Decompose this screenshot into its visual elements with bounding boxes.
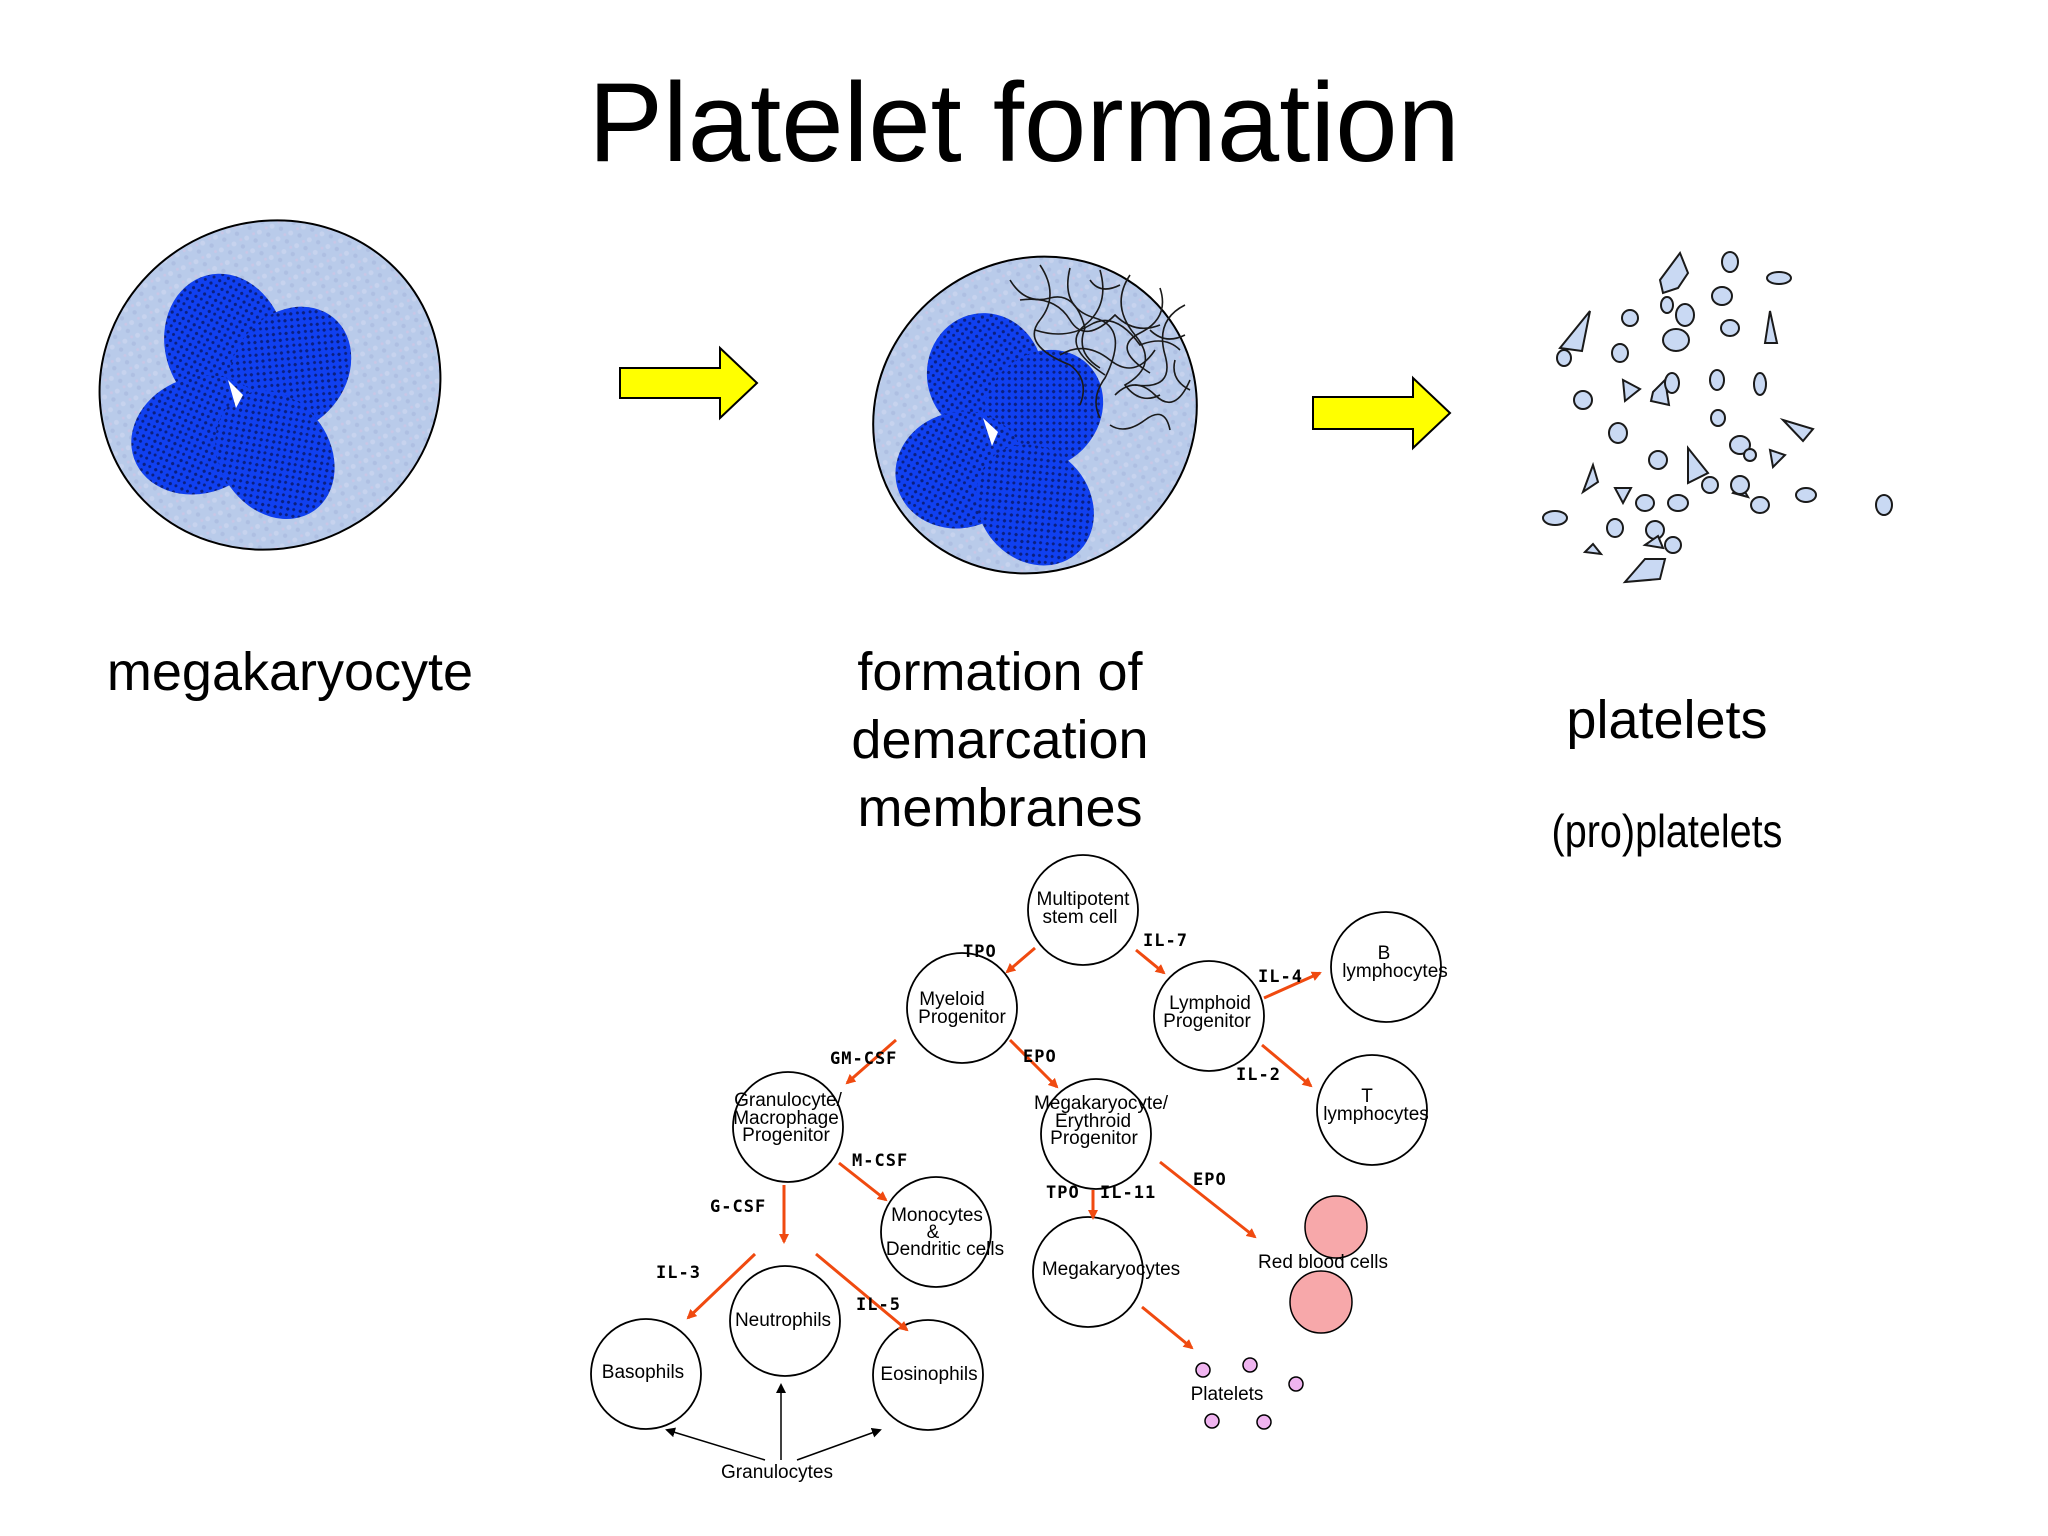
node-multipotent-stem-cell	[1027, 854, 1139, 966]
arrow-il5-eosinophils	[815, 1252, 909, 1332]
label-t-lymphocytes-2: lymphocytes	[1323, 1104, 1429, 1125]
label-gm-progenitor-1: Granulocyte/	[734, 1090, 842, 1111]
platelet-dot-icon	[1204, 1413, 1220, 1429]
node-granulocyte-macrophage-progenitor	[732, 1071, 844, 1183]
factor-il4: IL-4	[1258, 967, 1303, 987]
node-monocytes-dendritic-cells	[880, 1176, 992, 1288]
platelet-dot-icon	[1256, 1414, 1272, 1430]
demarcation-membranes	[1009, 264, 1191, 431]
arrow-m-csf	[838, 1161, 888, 1202]
factor-gm-csf: GM-CSF	[830, 1049, 897, 1069]
megakaryocyte-cell	[98, 219, 442, 551]
label-mk-erythroid-2: Erythroid	[1055, 1111, 1131, 1132]
arrow-il3-basophils	[686, 1252, 757, 1320]
factor-il11: IL-11	[1100, 1183, 1156, 1203]
label-lymphoid-1: Lymphoid	[1169, 993, 1251, 1014]
node-eosinophils	[872, 1319, 984, 1431]
arrow-il4-b-lymphocytes	[1263, 971, 1322, 1000]
node-megakaryocyte-erythroid-progenitor	[1040, 1078, 1152, 1190]
node-myeloid-progenitor	[906, 952, 1018, 1064]
node-basophils	[590, 1318, 702, 1430]
caption-platelets: platelets	[1566, 690, 1768, 750]
label-megakaryocytes: Megakaryocytes	[1042, 1259, 1180, 1280]
label-t-lymphocytes-1: T	[1361, 1086, 1373, 1107]
arrow-granulocytes-eosinophils	[796, 1428, 882, 1461]
label-myeloid-1: Myeloid	[919, 989, 984, 1010]
label-b-lymphocytes-1: B	[1378, 943, 1391, 964]
node-neutrophils	[729, 1265, 841, 1377]
demarcation-cell	[872, 255, 1198, 575]
label-mk-erythroid-1: Megakaryocyte/	[1034, 1093, 1169, 1114]
label-platelets: Platelets	[1191, 1384, 1264, 1405]
arrow-right-icon	[619, 345, 759, 421]
arrow-il7-lymphoid	[1135, 948, 1166, 975]
factor-epo-1: EPO	[1023, 1047, 1057, 1067]
caption-megakaryocyte: megakaryocyte	[106, 642, 474, 702]
node-lymphoid-progenitor	[1153, 960, 1265, 1072]
label-gm-progenitor-3: Progenitor	[742, 1125, 830, 1146]
label-multipotent-1: Multipotent	[1037, 889, 1131, 910]
factor-g-csf: G-CSF	[710, 1197, 766, 1217]
arrow-megakaryocytes-platelets	[1141, 1305, 1194, 1350]
node-b-lymphocytes	[1330, 911, 1442, 1023]
label-multipotent-2: stem cell	[1043, 907, 1118, 928]
node-t-lymphocytes	[1316, 1054, 1428, 1166]
arrow-epo-red-blood-cells	[1159, 1160, 1257, 1239]
arrow-tpo-myeloid	[1005, 946, 1036, 974]
label-lymphoid-2: Progenitor	[1163, 1011, 1251, 1032]
arrow-right-icon	[1312, 375, 1452, 451]
platelet-fragments	[1542, 250, 1893, 584]
label-monocytes-2: &	[927, 1222, 940, 1243]
label-myeloid-2: Progenitor	[918, 1007, 1006, 1028]
label-monocytes-3: Dendritic cells	[886, 1239, 1004, 1260]
label-granulocytes: Granulocytes	[721, 1462, 833, 1483]
red-blood-cell-icon	[1304, 1195, 1368, 1259]
slide-title: Platelet formation	[588, 60, 1460, 185]
factor-il5: IL-5	[856, 1295, 901, 1315]
label-basophils: Basophils	[602, 1362, 684, 1383]
label-b-lymphocytes-2: lymphocytes	[1342, 961, 1448, 982]
arrow-gm-csf	[845, 1038, 897, 1085]
caption-proplatelets: (pro)platelets	[1551, 805, 1783, 857]
factor-epo-2: EPO	[1193, 1170, 1227, 1190]
label-red-blood-cells: Red blood cells	[1258, 1252, 1388, 1273]
arrow-epo-mk-erythroid	[1008, 1038, 1059, 1089]
factor-il2: IL-2	[1236, 1065, 1281, 1085]
label-neutrophils: Neutrophils	[735, 1310, 831, 1331]
arrow-granulocytes-basophils	[665, 1427, 766, 1461]
platelet-dot-icon	[1242, 1357, 1258, 1373]
red-blood-cell-icon	[1289, 1270, 1353, 1334]
factor-tpo-1: TPO	[963, 942, 997, 962]
caption-demarcation-membranes: formation of demarcation membranes	[851, 642, 1149, 838]
platelet-dot-icon	[1195, 1362, 1211, 1378]
factor-il7: IL-7	[1143, 931, 1188, 951]
factor-m-csf: M-CSF	[852, 1151, 908, 1171]
label-monocytes-1: Monocytes	[891, 1205, 983, 1226]
megakaryocyte-nucleus	[131, 273, 352, 520]
label-eosinophils: Eosinophils	[880, 1364, 977, 1385]
platelet-dot-icon	[1288, 1376, 1304, 1392]
label-gm-progenitor-2: Macrophage	[733, 1108, 839, 1129]
label-mk-erythroid-3: Progenitor	[1050, 1128, 1138, 1149]
factor-tpo-2: TPO	[1046, 1183, 1080, 1203]
factor-il3: IL-3	[656, 1263, 701, 1283]
arrow-il2-t-lymphocytes	[1261, 1043, 1313, 1088]
